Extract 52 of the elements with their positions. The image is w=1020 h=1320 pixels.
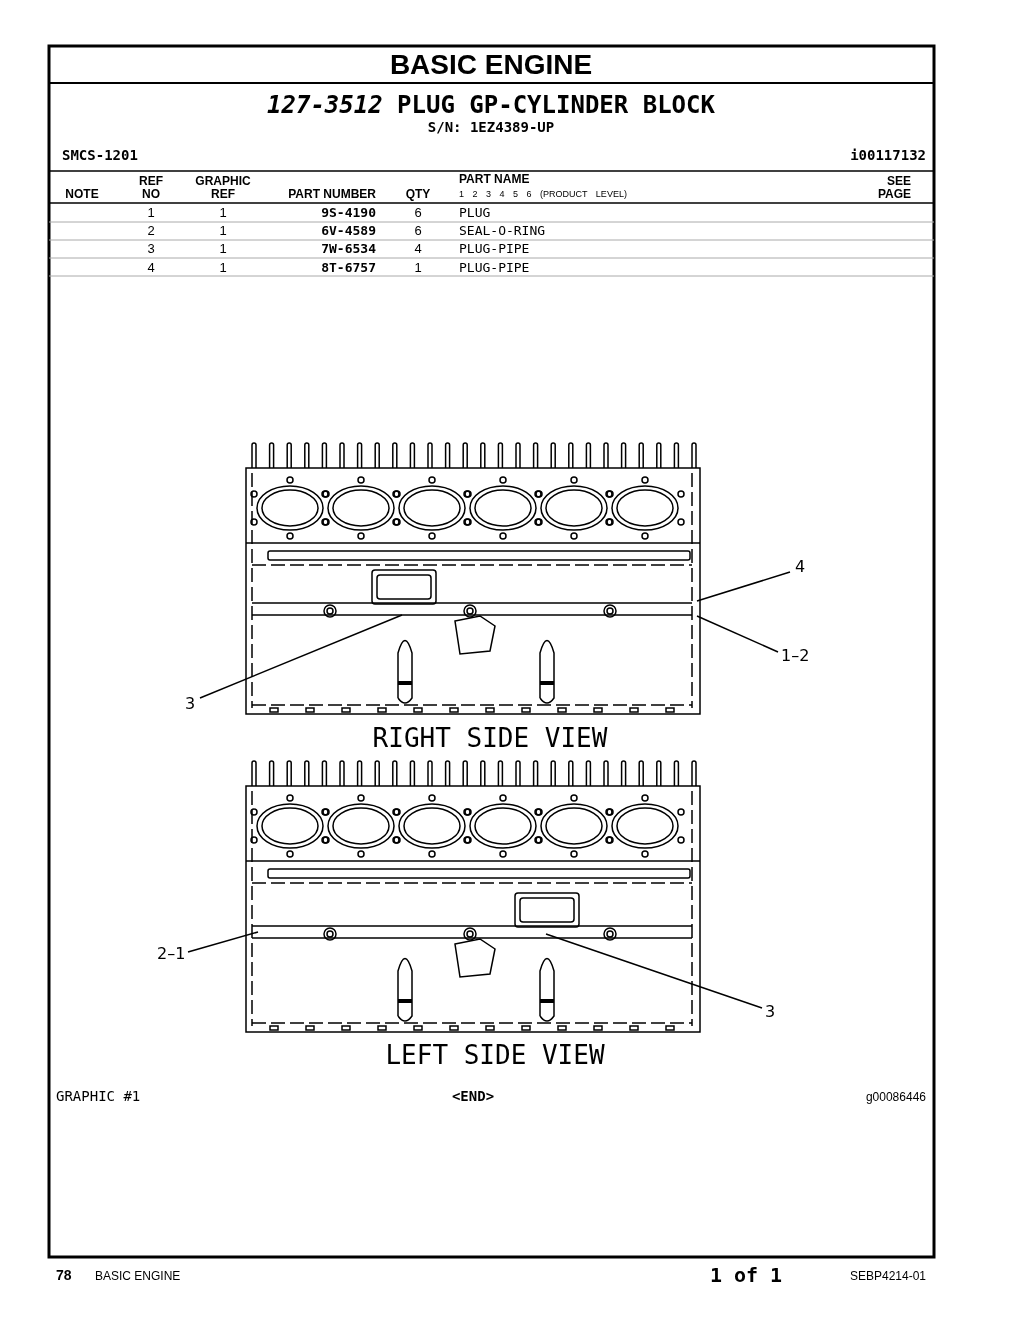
table-cell: 6	[414, 206, 422, 221]
page-count: 1 of 1	[709, 1264, 783, 1286]
column-header: REF NO	[138, 175, 164, 202]
table-cell: PLUG	[459, 206, 491, 221]
end-marker: <END>	[451, 1089, 495, 1105]
table-cell: 4	[414, 242, 422, 257]
table-cell: SEAL-O-RING	[459, 224, 546, 239]
callout-number: 3	[765, 1003, 776, 1021]
callout-number: 2–1	[157, 945, 186, 963]
table-cell: PLUG-PIPE	[459, 242, 530, 257]
table-cell: PLUG-PIPE	[459, 260, 530, 275]
page-title: BASIC ENGINE	[389, 50, 593, 81]
column-header: QTY	[405, 188, 431, 202]
table-cell: 9S-4190	[321, 206, 376, 221]
table-cell: 7W-6534	[321, 242, 376, 257]
leader-line	[199, 614, 403, 699]
table-cell: 8T-6757	[321, 260, 376, 275]
column-header: NOTE	[65, 188, 99, 202]
document-id: i00117132	[850, 148, 926, 164]
column-header: PART NUMBER	[288, 188, 376, 202]
leader-line	[187, 931, 259, 953]
table-cell: 6	[414, 224, 422, 239]
leader-line	[545, 933, 763, 1009]
subtitle: 127-3512 PLUG GP-CYLINDER BLOCK	[267, 92, 715, 119]
table-cell: 1	[219, 224, 227, 239]
page-number: 78	[56, 1268, 72, 1284]
graphic-number: GRAPHIC #1	[56, 1089, 141, 1105]
document-number: SEBP4214-01	[849, 1270, 926, 1284]
column-header: GRAPHIC REF	[194, 175, 252, 202]
serial-number: S/N: 1EZ4389-UP	[427, 120, 555, 136]
footer-title: BASIC ENGINE	[95, 1270, 181, 1284]
callout-number: 4	[795, 558, 806, 576]
leader-line	[696, 615, 779, 653]
column-header: 1 2 3 4 5 6 (PRODUCT LEVEL)	[459, 190, 627, 200]
table-cell: 6V-4589	[321, 224, 376, 239]
column-header: PART NAME	[459, 173, 530, 187]
table-cell: 1	[219, 260, 227, 275]
table-cell: 1	[147, 206, 155, 221]
callout-number: 3	[185, 695, 196, 713]
table-cell: 3	[147, 242, 155, 257]
leader-line	[696, 571, 791, 602]
smcs-code: SMCS-1201	[62, 148, 138, 164]
table-cell: 1	[414, 260, 422, 275]
column-header: SEE PAGE	[876, 175, 911, 202]
table-cell: 4	[147, 260, 155, 275]
table-cell: 2	[147, 224, 155, 239]
view-title: LEFT SIDE VIEW	[385, 1041, 605, 1070]
table-cell: 1	[219, 206, 227, 221]
view-title: RIGHT SIDE VIEW	[372, 724, 608, 753]
table-cell: 1	[219, 242, 227, 257]
graphic-id: g00086446	[865, 1091, 926, 1105]
callout-number: 1–2	[781, 647, 810, 665]
